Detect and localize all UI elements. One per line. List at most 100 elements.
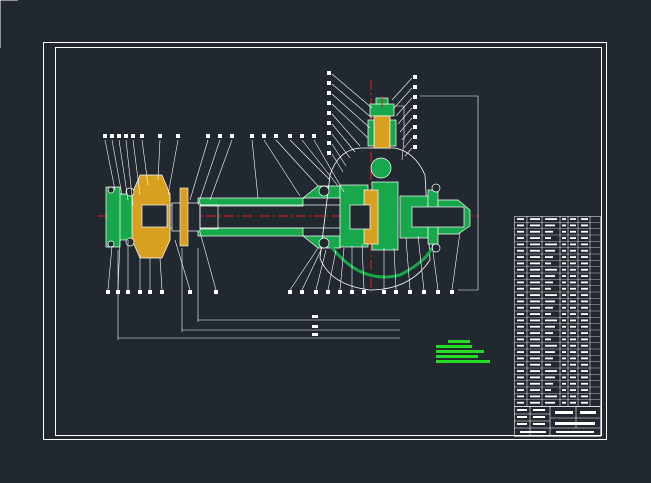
- parts-list-cell-text: [517, 249, 524, 252]
- parts-list-cell-text: [517, 281, 524, 284]
- sheet-outer-border: [43, 42, 607, 440]
- parts-list-cell-text: [545, 325, 555, 328]
- parts-list-cell-text: [545, 313, 551, 315]
- parts-list-cell-text: [545, 230, 553, 233]
- parts-list-cell-text: [530, 351, 540, 353]
- parts-list-cell-text: [545, 370, 557, 372]
- right-axle-stub: [411, 199, 471, 235]
- parts-list-cell-text: [562, 389, 566, 391]
- parts-list-cell-text: [570, 249, 576, 252]
- parts-list-cell-text: [530, 287, 540, 290]
- parts-list-cell-text: [545, 300, 555, 303]
- leader-labels-top-stack: [327, 71, 417, 155]
- parts-list-cell-text: [581, 338, 588, 341]
- parts-list-cell-text: [517, 300, 524, 303]
- parts-list-cell-text: [581, 262, 588, 265]
- parts-list-cell-text: [517, 370, 524, 372]
- parts-list-cell-text: [517, 313, 524, 315]
- parts-list-cell-text: [570, 344, 576, 347]
- parts-list-cell-text: [570, 294, 576, 296]
- parts-list-cell-text: [562, 395, 566, 398]
- parts-list-cell-text: [530, 382, 540, 385]
- parts-list-cell-text: [581, 332, 588, 334]
- parts-list-cell-text: [562, 218, 566, 220]
- parts-list-cell-text: [562, 338, 566, 341]
- parts-list-cell-text: [581, 275, 588, 277]
- parts-list-cell-text: [545, 218, 557, 220]
- parts-list-cell-text: [570, 338, 576, 341]
- parts-list-cell-text: [517, 275, 524, 277]
- leader-labels-top-left: [103, 134, 316, 138]
- parts-list-cell-text: [581, 268, 588, 271]
- dimension-values: [312, 315, 318, 336]
- parts-list-cell-text: [517, 363, 524, 366]
- parts-list-cell-text: [545, 256, 553, 258]
- parts-list-cell-text: [530, 401, 540, 404]
- parts-list-cell-text: [517, 262, 524, 265]
- parts-list-cell-text: [570, 275, 576, 277]
- parts-list-cell-text: [562, 268, 566, 271]
- parts-list-cell-text: [530, 357, 540, 360]
- parts-list-cell-text: [545, 401, 555, 404]
- final-drive-housing: [318, 147, 441, 291]
- parts-list-cell-text: [530, 338, 540, 341]
- parts-list-cell-text: [562, 344, 566, 347]
- parts-list-cell-text: [517, 237, 524, 239]
- parts-list-cell-text: [530, 313, 540, 315]
- parts-list-cell-text: [581, 300, 588, 303]
- parts-list-cell-text: [530, 376, 540, 379]
- parts-list-cell-text: [581, 230, 588, 233]
- parts-list-cell-text: [530, 268, 540, 271]
- parts-list-cell-text: [517, 389, 524, 391]
- parts-list-cell-text: [545, 306, 553, 309]
- parts-list-cell-text: [530, 325, 540, 328]
- parts-list-text: [517, 218, 588, 404]
- parts-list-cell-text: [530, 332, 540, 334]
- parts-list-cell-text: [562, 306, 566, 309]
- sheet-inner-border: [55, 47, 602, 436]
- parts-list-cell-text: [570, 370, 576, 372]
- dimension-lines: [117, 95, 479, 340]
- parts-list-cell-text: [530, 218, 540, 220]
- parts-list-cell-text: [562, 351, 566, 353]
- parts-list-cell-text: [570, 351, 576, 353]
- parts-list-cell-text: [530, 262, 540, 265]
- parts-list-cell-text: [581, 243, 588, 246]
- parts-list-cell-text: [545, 338, 551, 341]
- parts-list-cell-text: [517, 218, 524, 220]
- parts-list-cell-text: [562, 262, 566, 265]
- parts-list-cell-text: [517, 230, 524, 233]
- parts-list-cell-text: [530, 294, 540, 296]
- parts-list-cell-text: [562, 287, 566, 290]
- leader-labels-bottom: [106, 290, 454, 294]
- parts-list-cell-text: [570, 382, 576, 385]
- parts-list-cell-text: [562, 376, 566, 379]
- parts-list-cell-text: [545, 389, 551, 391]
- title-block: [514, 406, 601, 437]
- parts-list-cell-text: [581, 294, 588, 296]
- parts-list-cell-text: [581, 256, 588, 258]
- parts-list-cell-text: [570, 363, 576, 366]
- parts-list-cell-text: [517, 376, 524, 379]
- parts-list-cell-text: [517, 294, 524, 296]
- parts-list-cell-text: [581, 351, 588, 353]
- parts-list-cell-text: [517, 357, 524, 360]
- parts-list-rows: [514, 222, 600, 400]
- parts-list-cell-text: [530, 300, 540, 303]
- parts-list-cell-text: [517, 319, 524, 322]
- parts-list-cell-text: [581, 376, 588, 379]
- parts-list-cell-text: [570, 287, 576, 290]
- parts-list-cell-text: [570, 268, 576, 271]
- parts-list-cell-text: [530, 344, 540, 347]
- parts-list-cell-text: [530, 237, 540, 239]
- parts-list-cell-text: [517, 256, 524, 258]
- parts-list-cell-text: [570, 332, 576, 334]
- parts-list-cell-text: [545, 363, 551, 366]
- parts-list-cell-text: [570, 401, 576, 404]
- parts-list-cell-text: [517, 325, 524, 328]
- parts-list-cell-text: [545, 237, 551, 239]
- parts-list-cell-text: [562, 281, 566, 284]
- parts-list-cell-text: [562, 256, 566, 258]
- parts-list-cell-text: [545, 395, 557, 398]
